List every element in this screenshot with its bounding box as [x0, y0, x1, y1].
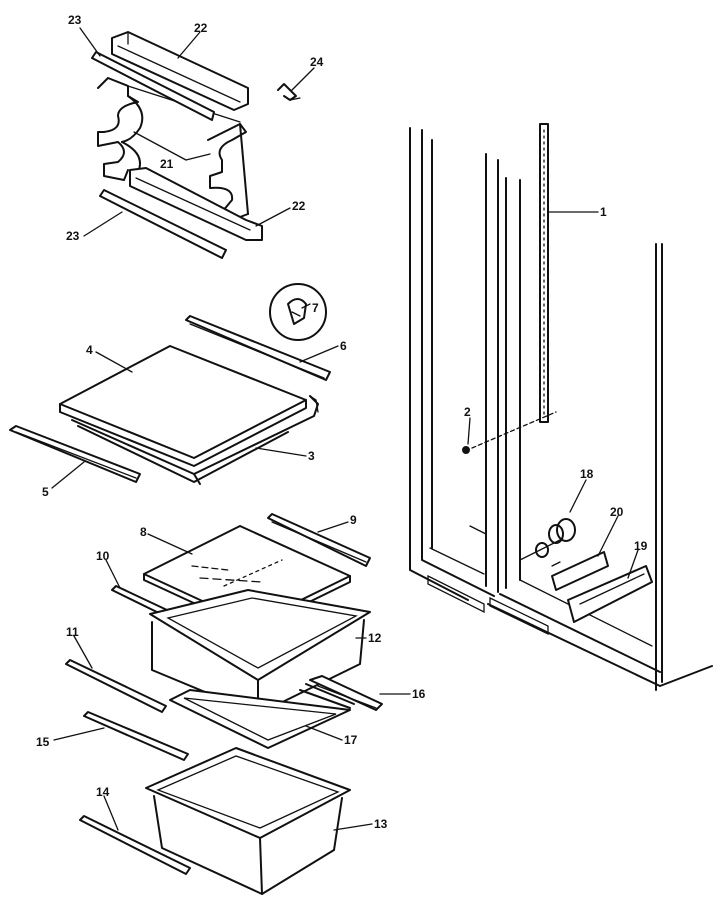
crisper-cover-trim-right	[267, 513, 371, 567]
crisper-trim-rail-11	[65, 659, 167, 713]
shelf-trim-rail-lower	[9, 425, 141, 483]
cover-plate	[551, 551, 609, 591]
callout-19: 19	[634, 539, 648, 553]
callout-11: 11	[66, 625, 79, 639]
callout-22-top: 22	[194, 21, 208, 35]
callout-24: 24	[310, 55, 324, 69]
mounting-bracket	[567, 565, 653, 623]
detail-circle-clip	[269, 283, 327, 341]
crisper-trim-rail-14	[79, 815, 191, 875]
leader-lines	[51, 27, 639, 831]
glass-shelf	[59, 345, 307, 467]
callout-17: 17	[344, 733, 358, 747]
crisper-trim-rail-15	[83, 711, 189, 761]
crisper-slide-rail	[309, 675, 383, 711]
callout-18: 18	[580, 467, 594, 481]
cabinet-liner	[409, 127, 713, 691]
callout-10: 10	[96, 549, 110, 563]
screw	[462, 411, 557, 454]
callout-4: 4	[86, 343, 93, 357]
shelf-ladder-rail	[539, 123, 549, 423]
shelf-support-bracket-assembly	[91, 31, 301, 259]
callout-15: 15	[36, 735, 50, 749]
callout-12: 12	[368, 631, 382, 645]
crisper-cover-frame	[169, 683, 355, 749]
callout-16: 16	[412, 687, 426, 701]
callout-13: 13	[374, 817, 388, 831]
callout-6: 6	[340, 339, 347, 353]
callout-3: 3	[308, 449, 315, 463]
callout-22-bottom: 22	[292, 199, 306, 213]
callout-14: 14	[96, 785, 110, 799]
callout-8: 8	[140, 525, 147, 539]
callout-23-bottom: 23	[66, 229, 80, 243]
callout-1: 1	[600, 205, 607, 219]
callout-9: 9	[350, 513, 357, 527]
callout-2: 2	[464, 405, 471, 419]
callout-labels: 23 22 24 21 22 23 1 7 6 4 3 5 2 18 20 19…	[36, 13, 648, 831]
callout-23-top: 23	[68, 13, 82, 27]
callout-20: 20	[610, 505, 624, 519]
control-knob	[535, 518, 576, 558]
callout-21: 21	[160, 157, 174, 171]
callout-5: 5	[42, 485, 49, 499]
callout-7: 7	[312, 301, 319, 315]
shelf-trim-rail-upper	[185, 315, 331, 381]
crisper-pan-lower	[145, 747, 351, 895]
